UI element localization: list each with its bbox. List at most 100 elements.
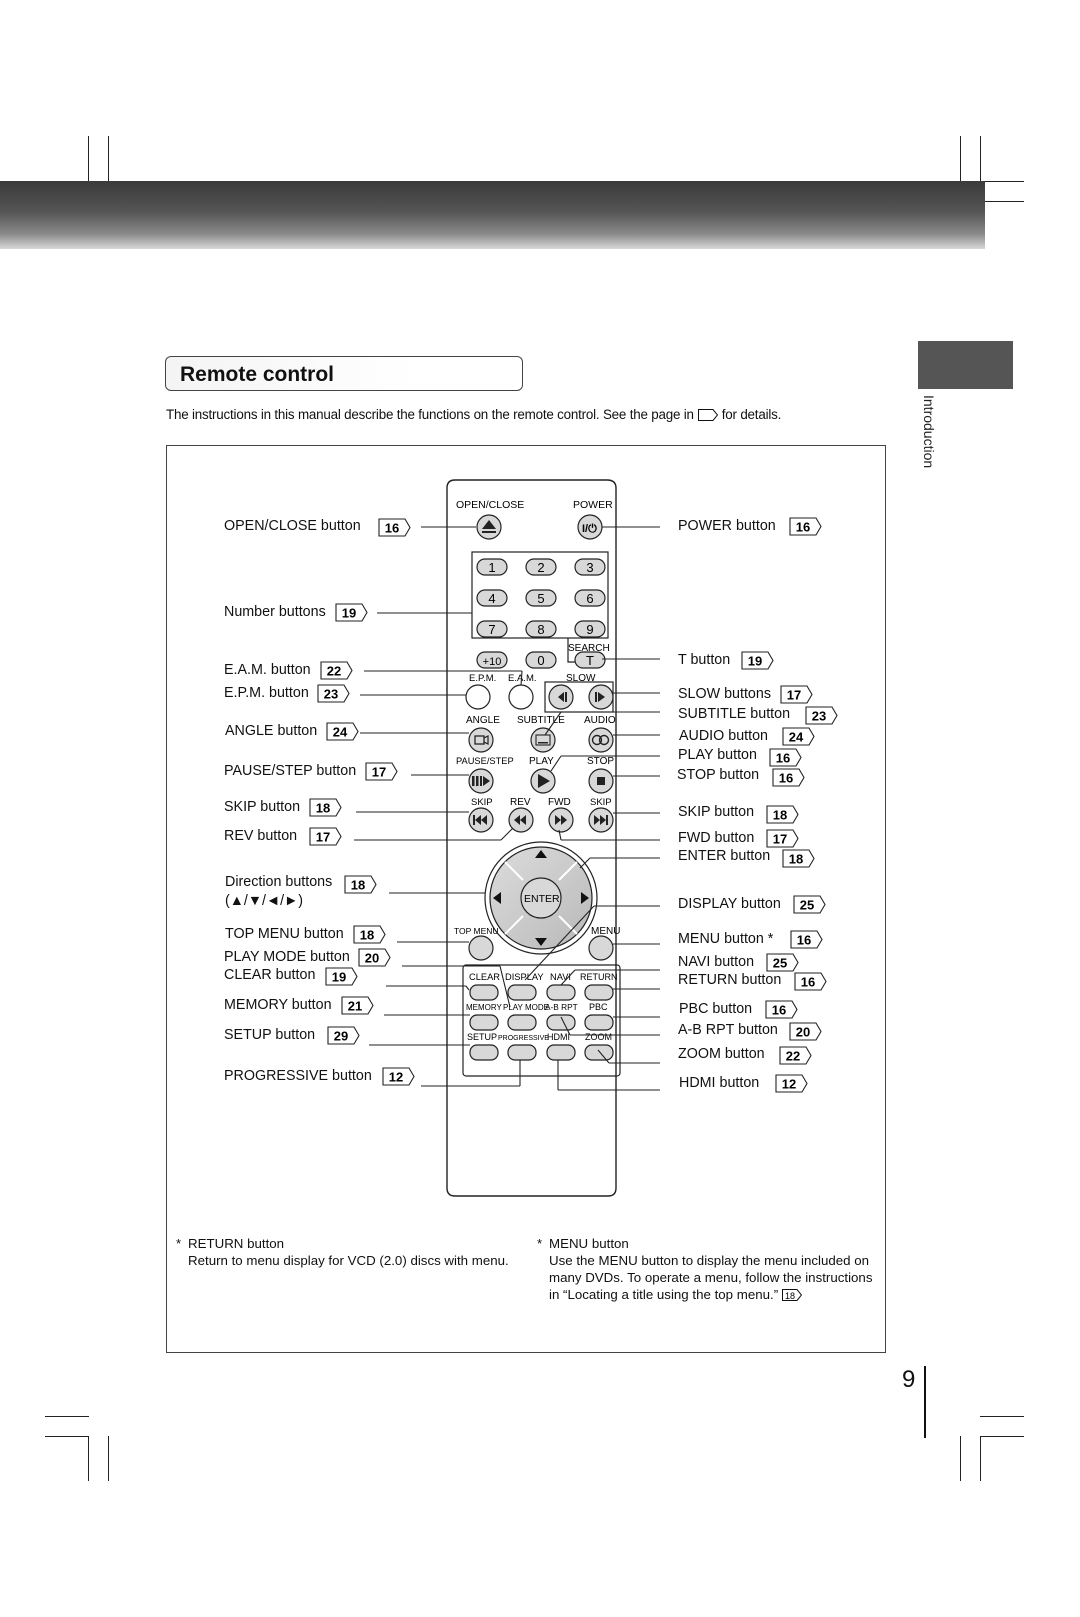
navi-button[interactable] bbox=[546, 984, 576, 1001]
setup-button[interactable] bbox=[469, 1044, 499, 1061]
callout-direction: Direction buttons bbox=[225, 874, 333, 890]
pbc-button[interactable] bbox=[584, 1014, 614, 1031]
page-ref-number: 19 bbox=[748, 654, 762, 669]
page-ref-icon bbox=[697, 409, 718, 421]
page-ref-box bbox=[341, 996, 374, 1015]
callout-direction-arrows: (▲/▼/◄/►) bbox=[225, 893, 304, 909]
page-ref-box bbox=[382, 1067, 415, 1086]
note-star: * bbox=[176, 1236, 182, 1251]
fwd-button[interactable] bbox=[548, 807, 574, 833]
callout-pause-step: PAUSE/STEP button bbox=[224, 763, 357, 779]
callout-play: PLAY button bbox=[678, 747, 757, 763]
stop-button[interactable] bbox=[588, 768, 614, 794]
eam-button[interactable] bbox=[508, 684, 534, 710]
callout-memory: MEMORY button bbox=[224, 997, 332, 1013]
display-button[interactable] bbox=[507, 984, 537, 1001]
intro-before: The instructions in this manual describe… bbox=[166, 407, 694, 422]
play-button[interactable] bbox=[530, 768, 556, 794]
page-ref-number: 18 bbox=[351, 878, 365, 893]
callout-rev: REV button bbox=[224, 828, 298, 844]
number-key[interactable] bbox=[525, 651, 557, 669]
epm-button[interactable] bbox=[465, 684, 491, 710]
right-arrow-icon[interactable] bbox=[581, 892, 589, 904]
page-ref-number: 25 bbox=[773, 956, 787, 971]
number-key-label: +10 bbox=[483, 656, 502, 668]
power-button[interactable]: I/⏻ bbox=[577, 514, 603, 540]
callout-angle: ANGLE button bbox=[225, 723, 318, 739]
remote-label-enter: ENTER bbox=[524, 893, 560, 905]
number-key-label: 3 bbox=[586, 560, 593, 575]
page-ref-number: 16 bbox=[779, 771, 793, 786]
page-ref-number: 16 bbox=[797, 933, 811, 948]
callout-setup: SETUP button bbox=[224, 1027, 316, 1043]
top-menu-button[interactable] bbox=[468, 935, 494, 961]
callout-clear: CLEAR button bbox=[224, 967, 316, 983]
page-ref-box bbox=[378, 518, 411, 537]
page-ref-number: 24 bbox=[789, 730, 804, 745]
number-key[interactable] bbox=[574, 651, 606, 669]
page-ref-number: 22 bbox=[786, 1049, 800, 1064]
number-key[interactable] bbox=[574, 589, 606, 607]
rev-button[interactable] bbox=[508, 807, 534, 833]
remote-label-clear: CLEAR bbox=[469, 972, 500, 982]
left-arrow-icon[interactable] bbox=[493, 892, 501, 904]
skip-back-button[interactable] bbox=[468, 807, 494, 833]
crop-mark bbox=[980, 136, 981, 181]
memory-button[interactable] bbox=[469, 1014, 499, 1031]
page-ref-box bbox=[309, 827, 342, 846]
number-key-label: 8 bbox=[537, 622, 544, 637]
page-ref-number: 17 bbox=[372, 765, 386, 780]
number-key-label: T bbox=[586, 653, 594, 668]
progressive-button[interactable] bbox=[507, 1044, 537, 1061]
zoom-button[interactable] bbox=[584, 1044, 614, 1061]
pause-step-button[interactable] bbox=[468, 768, 494, 794]
callout-return: RETURN button bbox=[678, 972, 782, 988]
ab-rpt-button[interactable] bbox=[546, 1014, 576, 1031]
skip-forward-button[interactable] bbox=[588, 807, 614, 833]
number-key[interactable] bbox=[476, 620, 508, 638]
page-ref-box bbox=[805, 706, 838, 725]
clear-button[interactable] bbox=[469, 984, 499, 1001]
remote-label-stop: STOP bbox=[587, 756, 614, 767]
enter-button[interactable] bbox=[520, 877, 562, 919]
number-key[interactable] bbox=[476, 558, 508, 576]
subtitle-button[interactable] bbox=[530, 727, 556, 753]
power-icon: I/⏻ bbox=[582, 522, 597, 535]
page-ref-box bbox=[789, 1022, 822, 1041]
page-ref-number: 12 bbox=[389, 1070, 403, 1085]
note-menu-ref: 18 bbox=[785, 1291, 795, 1301]
open-close-button[interactable] bbox=[476, 514, 502, 540]
note-menu-title: MENU button bbox=[549, 1236, 629, 1251]
page-ref-box bbox=[775, 1074, 808, 1093]
callout-skip-right: SKIP button bbox=[678, 804, 755, 820]
hdmi-button[interactable] bbox=[546, 1044, 576, 1061]
callout-audio: AUDIO button bbox=[679, 728, 768, 744]
number-key[interactable] bbox=[574, 558, 606, 576]
number-key[interactable] bbox=[525, 558, 557, 576]
slow-forward-button[interactable] bbox=[588, 684, 614, 710]
page-ref-number: 12 bbox=[782, 1077, 796, 1092]
remote-label-ab-rpt: A-B RPT bbox=[545, 1002, 578, 1012]
page-ref-box bbox=[335, 603, 368, 622]
up-arrow-icon[interactable] bbox=[535, 850, 547, 858]
number-key[interactable] bbox=[574, 620, 606, 638]
page-ref-box bbox=[780, 685, 813, 704]
slow-reverse-button[interactable] bbox=[548, 684, 574, 710]
number-key[interactable] bbox=[476, 651, 508, 669]
audio-button[interactable] bbox=[588, 727, 614, 753]
menu-button[interactable] bbox=[588, 935, 614, 961]
number-key[interactable] bbox=[525, 589, 557, 607]
angle-button[interactable] bbox=[468, 727, 494, 753]
play-mode-button[interactable] bbox=[507, 1014, 537, 1031]
callout-number-buttons: Number buttons bbox=[224, 604, 326, 620]
page-ref-box bbox=[782, 849, 815, 868]
return-button[interactable] bbox=[584, 984, 614, 1001]
note-menu: * MENU button Use the MENU button to dis… bbox=[537, 1235, 881, 1303]
remote-label-slow: SLOW bbox=[566, 673, 596, 684]
number-key[interactable] bbox=[476, 589, 508, 607]
crop-mark bbox=[960, 1436, 961, 1481]
page-number-bar bbox=[924, 1366, 926, 1438]
down-arrow-icon[interactable] bbox=[535, 938, 547, 946]
remote-label-hdmi: HDMI bbox=[547, 1032, 570, 1042]
number-key[interactable] bbox=[525, 620, 557, 638]
